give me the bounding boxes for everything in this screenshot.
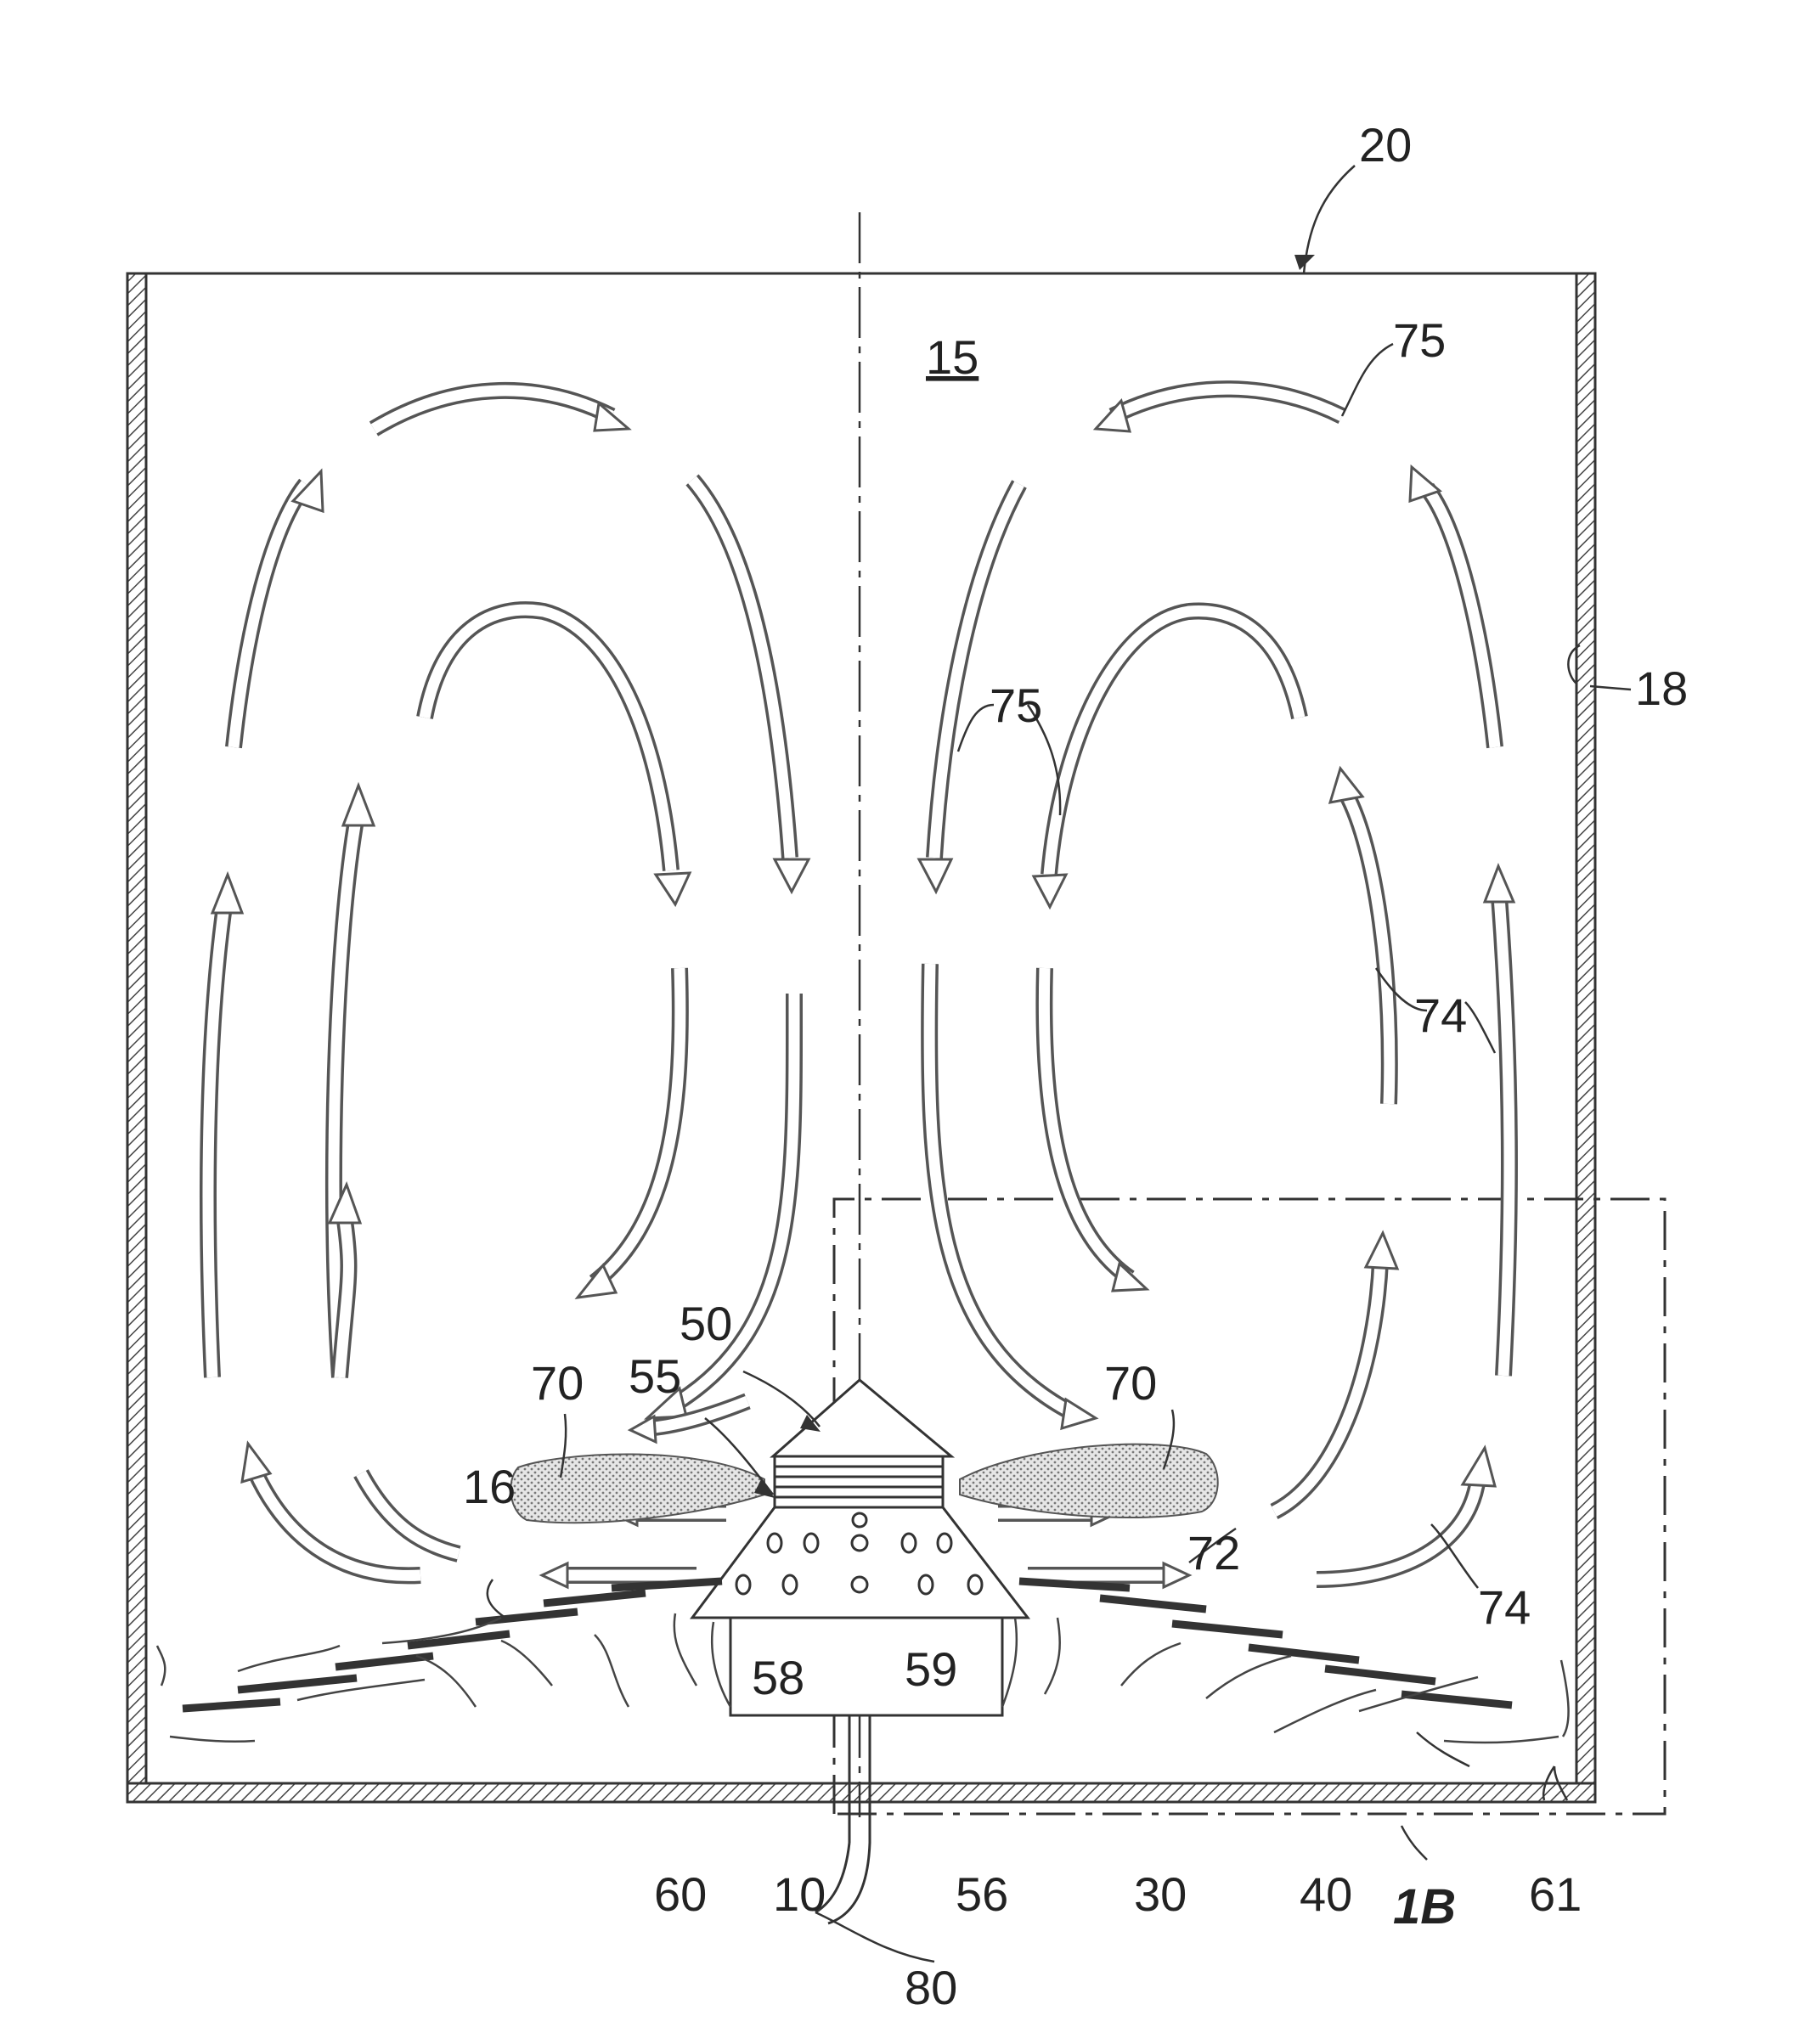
- label-descending-flow: 75: [990, 679, 1042, 732]
- spray-head-cone: [773, 1380, 951, 1456]
- label-spray-fan-left: 70: [531, 1356, 584, 1410]
- label-bottom-flow: 40: [1300, 1867, 1352, 1921]
- spray-fan-left: [510, 1454, 764, 1523]
- label-device: 10: [773, 1867, 826, 1921]
- right-wall: [1576, 273, 1595, 1802]
- label-top-flow: 75: [1393, 313, 1446, 367]
- label-jet-right: 61: [1529, 1867, 1582, 1921]
- label-vessel: 20: [1359, 118, 1412, 172]
- label-rising-flow-upper: 74: [1414, 988, 1467, 1042]
- label-detail-ref: 1B: [1393, 1879, 1456, 1934]
- label-liquid: 30: [1134, 1867, 1187, 1921]
- nozzle-ring-stack: [775, 1456, 943, 1507]
- spray-head: [692, 1380, 1028, 1715]
- label-gap: 16: [463, 1460, 516, 1513]
- label-radial-jet: 72: [1187, 1526, 1240, 1579]
- label-housing: 56: [956, 1867, 1008, 1921]
- label-nozzles: 55: [629, 1349, 681, 1403]
- label-ports-right: 59: [905, 1642, 957, 1696]
- label-wall: 18: [1635, 662, 1688, 715]
- port-skirt: [692, 1507, 1028, 1618]
- label-jet-left: 60: [654, 1867, 707, 1921]
- label-spray-fan-right: 70: [1104, 1356, 1157, 1410]
- label-interior: 15: [926, 330, 978, 384]
- vessel-floor: [127, 1783, 1595, 1802]
- label-rising-flow-lower: 74: [1478, 1580, 1531, 1634]
- label-spray-head: 50: [680, 1297, 732, 1350]
- left-wall: [127, 273, 146, 1802]
- label-ports-left: 58: [752, 1651, 804, 1704]
- label-supply-pipe: 80: [905, 1961, 957, 2014]
- leader-lines: [488, 166, 1631, 1962]
